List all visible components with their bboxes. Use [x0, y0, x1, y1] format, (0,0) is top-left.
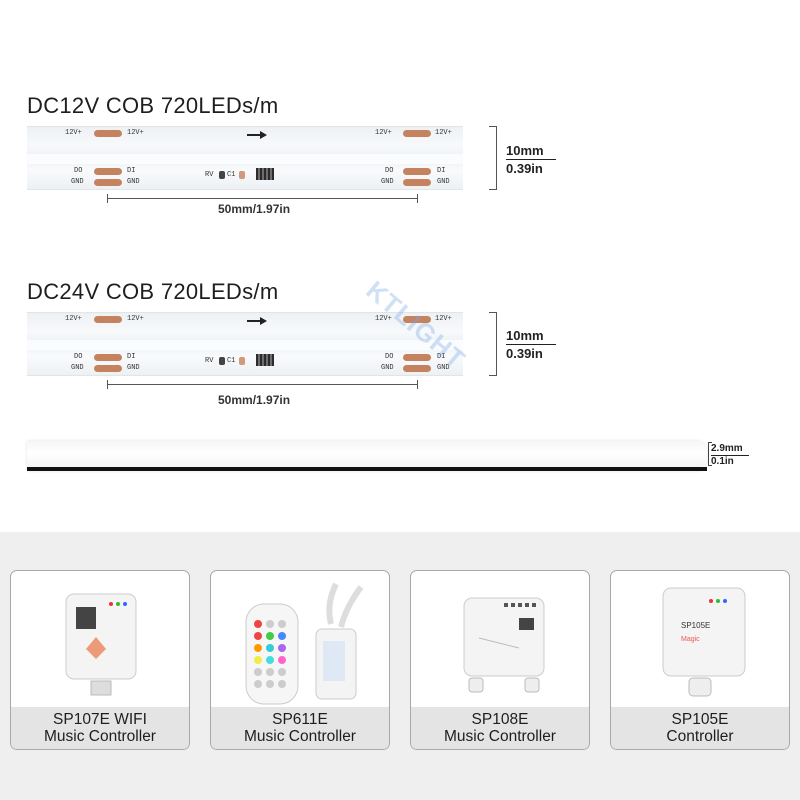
- controller-caption: SP108E Music Controller: [411, 707, 589, 749]
- solder-pad: [94, 354, 122, 361]
- label-c1: C1: [227, 171, 236, 179]
- strip-glow: [27, 154, 463, 164]
- strip-profile: [27, 441, 707, 471]
- controller-type: Controller: [666, 728, 734, 745]
- capacitor: [239, 357, 245, 365]
- label-gnd-right2: GND: [437, 178, 450, 186]
- strip1-title: DC12V COB 720LEDs/m: [27, 93, 279, 118]
- strip2-title: DC24V COB 720LEDs/m: [27, 279, 279, 304]
- controller-caption: SP105E Controller: [611, 707, 789, 749]
- solder-pad: [403, 179, 431, 186]
- label-12v-left2: 12V+: [127, 129, 144, 137]
- solder-pad: [94, 365, 122, 372]
- label-rv: RV: [205, 357, 214, 365]
- cut-length-dimension: [107, 194, 418, 203]
- controller-type: Music Controller: [244, 728, 356, 745]
- label-di-right: DI: [437, 353, 446, 361]
- label-di-left: DI: [127, 167, 136, 175]
- label-12v-right: 12V+: [375, 315, 392, 323]
- controller-caption: SP107E WIFI Music Controller: [11, 707, 189, 749]
- label-12v-right: 12V+: [375, 129, 392, 137]
- strip-glow: [27, 340, 463, 350]
- label-do-left: DO: [74, 353, 83, 361]
- label-do-right: DO: [385, 353, 394, 361]
- label-rv: RV: [205, 171, 214, 179]
- width-mm: 10mm: [506, 143, 556, 160]
- profile-base: [27, 467, 707, 471]
- solder-pad: [403, 316, 431, 323]
- cut-length-dimension: [107, 380, 418, 389]
- solder-pad: [94, 130, 122, 137]
- label-12v-left: 12V+: [65, 315, 82, 323]
- width-bracket: [489, 126, 497, 190]
- width-in: 0.39in: [506, 161, 543, 176]
- direction-arrow-icon: [247, 317, 267, 325]
- controller-card-sp105e[interactable]: SP105E Magic SP105E Controller: [610, 570, 790, 750]
- svg-text:SP105E: SP105E: [681, 621, 710, 630]
- resistor: [219, 171, 225, 179]
- profile-body: [27, 441, 707, 471]
- direction-arrow-icon: [247, 131, 267, 139]
- label-gnd-left2: GND: [127, 364, 140, 372]
- profile-thickness: 2.9mm 0.1in: [711, 443, 749, 467]
- label-gnd-right: GND: [381, 178, 394, 186]
- label-gnd-left: GND: [71, 178, 84, 186]
- controller-model: SP108E: [471, 711, 529, 728]
- strip1-width: 10mm 0.39in: [506, 143, 556, 176]
- sp108e-device-image: [463, 597, 545, 693]
- label-12v-left: 12V+: [65, 129, 82, 137]
- cut-length-text: 50mm/1.97in: [218, 393, 291, 407]
- controller-model: SP105E: [671, 711, 729, 728]
- label-gnd-right2: GND: [437, 364, 450, 372]
- cut-length-text: 50mm/1.97in: [218, 202, 291, 216]
- svg-text:Magic: Magic: [681, 636, 700, 643]
- controller-card-sp108e[interactable]: SP108E Music Controller: [410, 570, 590, 750]
- width-mm: 10mm: [506, 328, 556, 345]
- controller-caption: SP611E Music Controller: [211, 707, 389, 749]
- label-gnd-left: GND: [71, 364, 84, 372]
- controller-model: SP107E WIFI: [53, 711, 147, 728]
- label-di-right: DI: [437, 167, 446, 175]
- controller-type: Music Controller: [444, 728, 556, 745]
- label-gnd-right: GND: [381, 364, 394, 372]
- controller-card-sp107e[interactable]: SP107E WIFI Music Controller: [10, 570, 190, 750]
- solder-pad: [403, 354, 431, 361]
- width-bracket: [489, 312, 497, 376]
- led-strip-12v: 12V+ 12V+ 12V+ 12V+ DO DI GND GND RV C1 …: [27, 126, 463, 190]
- label-di-left: DI: [127, 353, 136, 361]
- controller-model: SP611E: [272, 711, 328, 728]
- label-c1: C1: [227, 357, 236, 365]
- capacitor: [239, 171, 245, 179]
- thickness-in: 0.1in: [711, 456, 734, 467]
- ic-chip: [256, 168, 274, 180]
- resistor: [219, 357, 225, 365]
- strip2-width: 10mm 0.39in: [506, 328, 556, 361]
- width-in: 0.39in: [506, 346, 543, 361]
- label-12v-right2: 12V+: [435, 315, 452, 323]
- solder-pad: [94, 316, 122, 323]
- solder-pad: [94, 179, 122, 186]
- label-gnd-left2: GND: [127, 178, 140, 186]
- solder-pad: [403, 130, 431, 137]
- led-strip-24v: 12V+ 12V+ 12V+ 12V+ DO DI GND GND RV C1 …: [27, 312, 463, 376]
- label-do-left: DO: [74, 167, 83, 175]
- controller-type: Music Controller: [44, 728, 156, 745]
- sp611e-device-image: [245, 582, 364, 705]
- solder-pad: [403, 168, 431, 175]
- label-do-right: DO: [385, 167, 394, 175]
- controller-card-sp611e[interactable]: SP611E Music Controller: [210, 570, 390, 750]
- label-12v-left2: 12V+: [127, 315, 144, 323]
- sp105e-device-image: SP105E Magic: [662, 587, 746, 697]
- ic-chip: [256, 354, 274, 366]
- solder-pad: [403, 365, 431, 372]
- solder-pad: [94, 168, 122, 175]
- thickness-bracket: [708, 442, 712, 466]
- thickness-mm: 2.9mm: [711, 443, 749, 456]
- sp107e-device-image: [65, 593, 137, 696]
- label-12v-right2: 12V+: [435, 129, 452, 137]
